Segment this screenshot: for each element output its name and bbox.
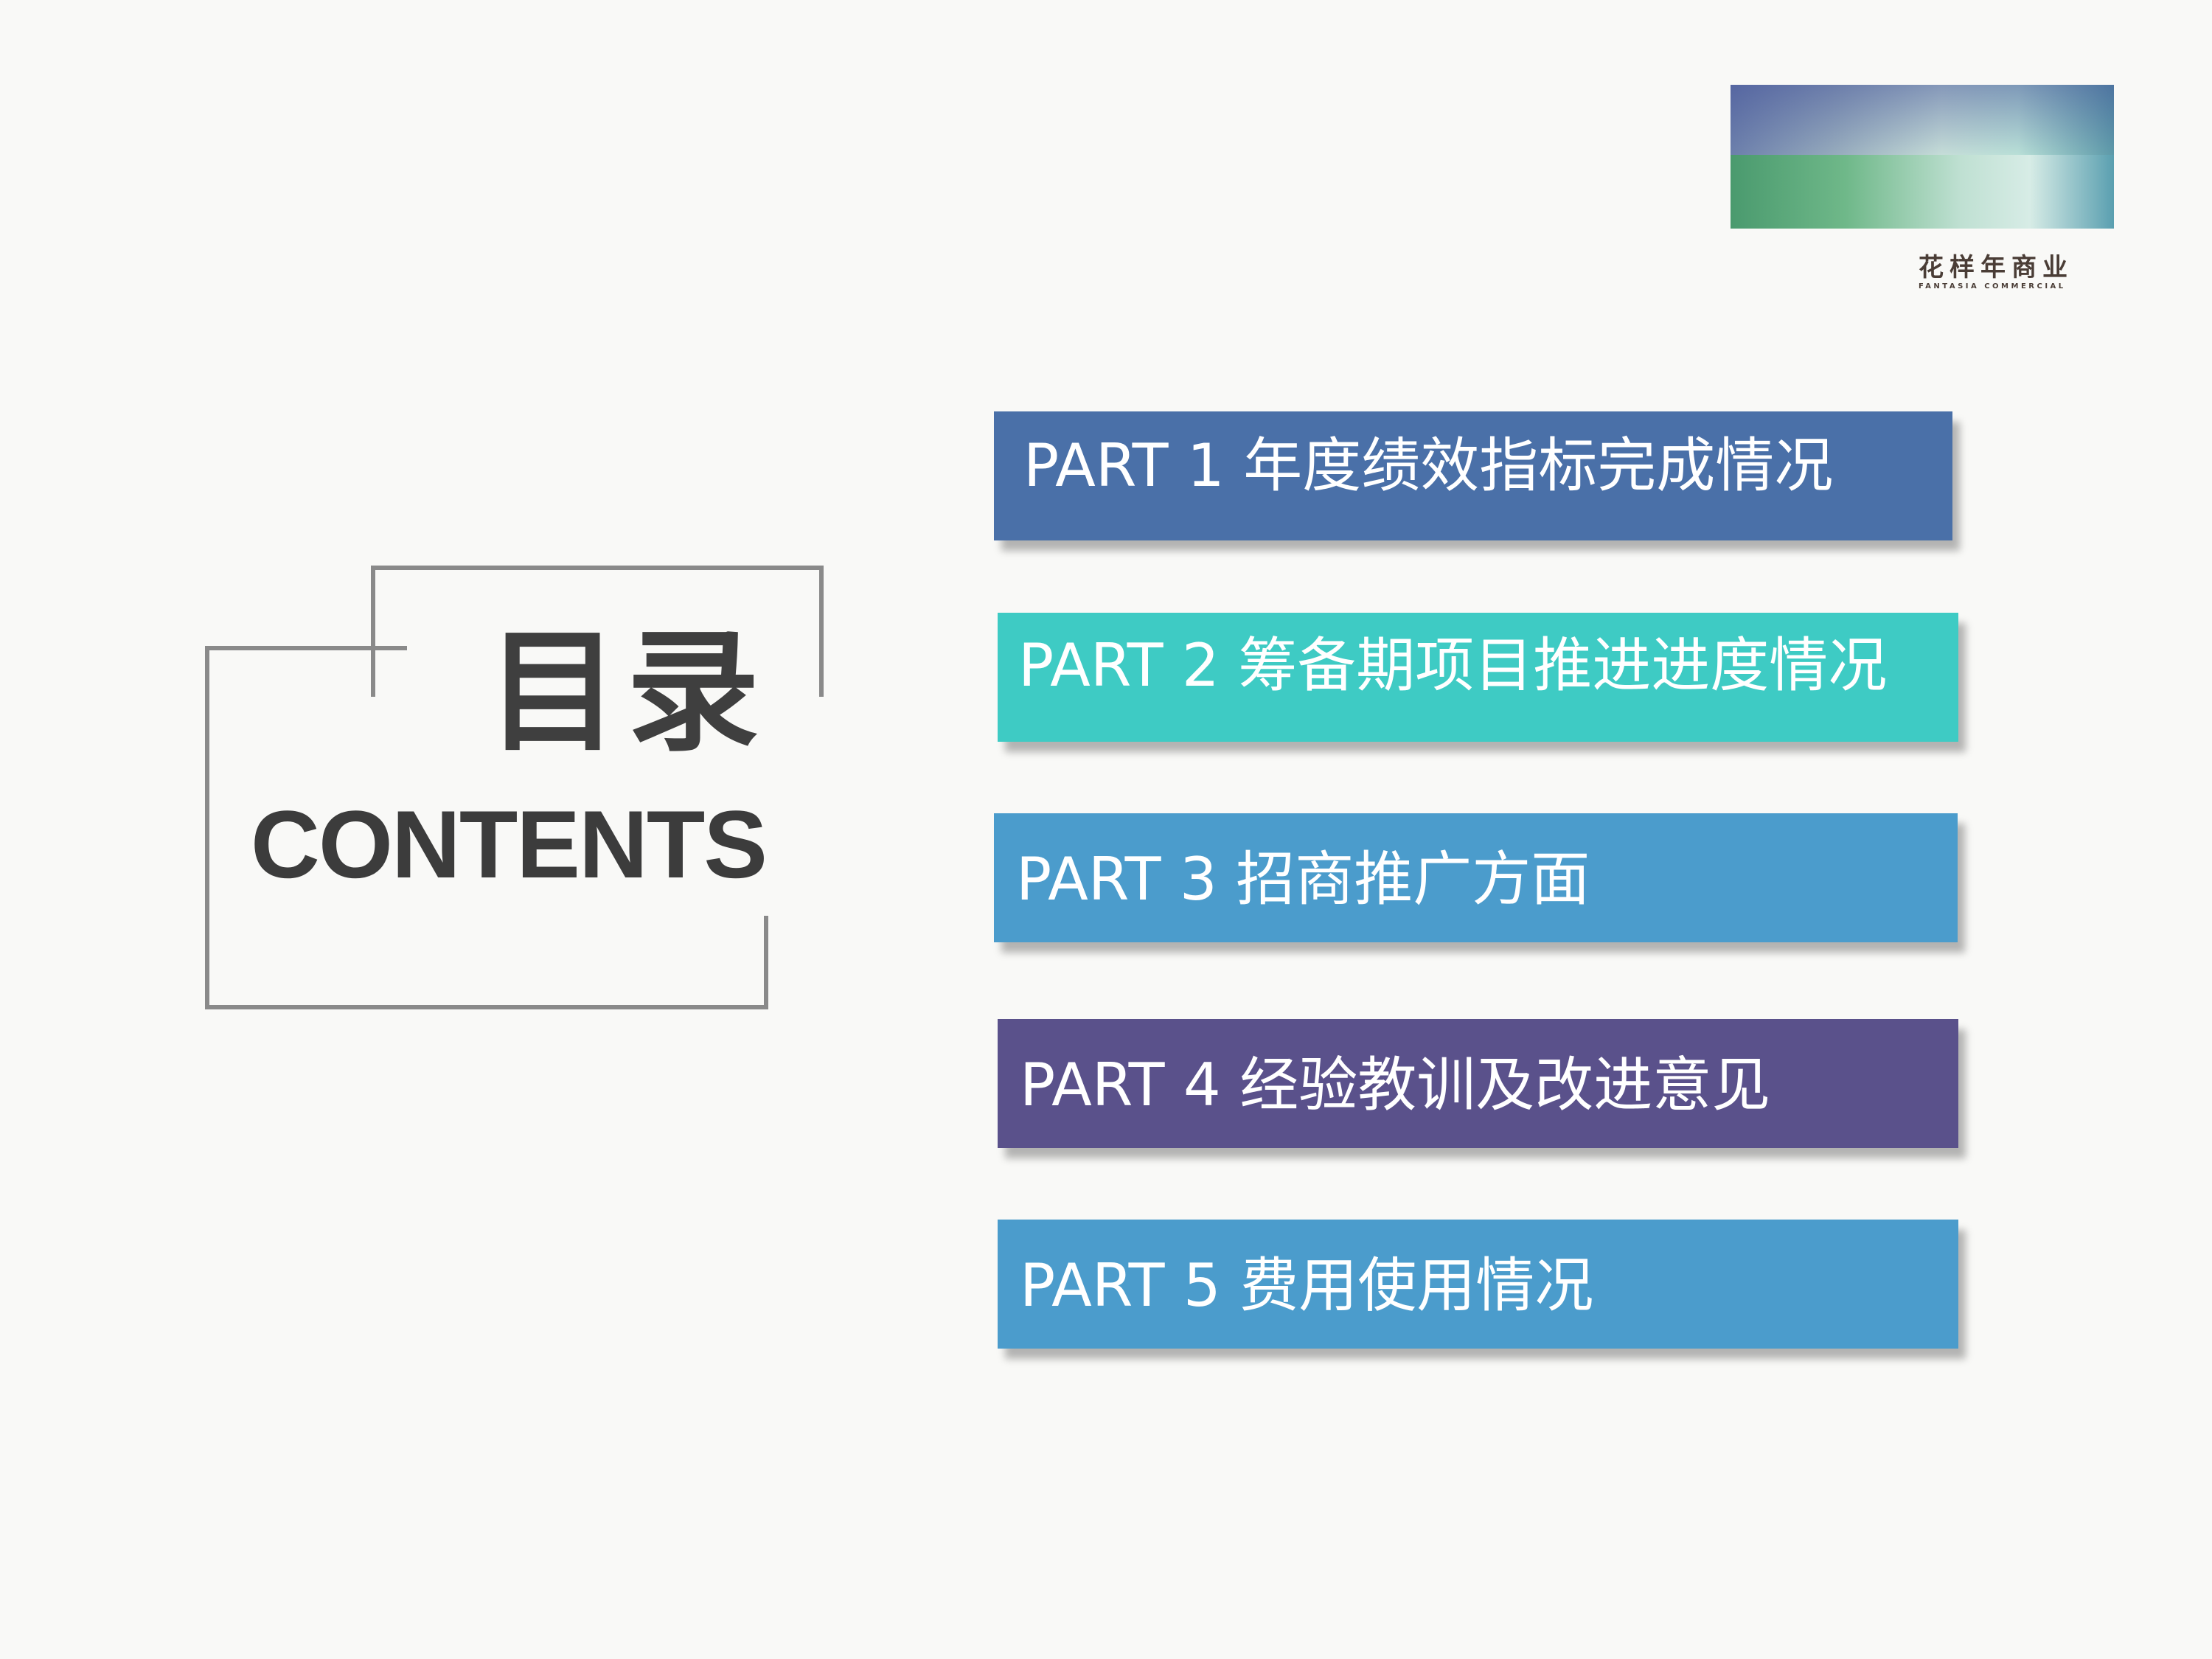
part-3-label: PART 3 招商推广方面 — [1016, 845, 1590, 914]
part-5-bar[interactable]: PART 5 费用使用情况 — [998, 1220, 1958, 1349]
logo-band-bottom — [1731, 155, 2114, 229]
part-4-label: PART 4 经验教训及改进意见 — [1020, 1051, 1771, 1119]
frame-mid-line — [205, 646, 407, 650]
page-title-en: CONTENTS — [251, 790, 768, 898]
logo-name-cn: 花样年商业 — [1919, 253, 2073, 282]
company-logo: 花样年商业 FANTASIA COMMERCIAL — [1731, 85, 2114, 291]
logo-image — [1731, 85, 2114, 229]
part-2-label: PART 2 筹备期项目推进进度情况 — [1018, 631, 1888, 700]
frame-top-line — [371, 566, 824, 570]
part-1-label: PART 1 年度绩效指标完成情况 — [1023, 431, 1834, 500]
logo-band-top — [1731, 85, 2114, 155]
part-3-bar[interactable]: PART 3 招商推广方面 — [994, 813, 1958, 942]
page-title-cn: 目录 — [487, 616, 768, 770]
part-2-bar[interactable]: PART 2 筹备期项目推进进度情况 — [998, 613, 1958, 742]
frame-left-edge — [205, 646, 209, 1009]
logo-name-en: FANTASIA COMMERCIAL — [1919, 282, 2066, 291]
frame-bottom-line — [205, 1005, 768, 1009]
frame-bottom-right-tick — [764, 916, 768, 1009]
frame-top-left-tick — [371, 566, 375, 697]
part-4-bar[interactable]: PART 4 经验教训及改进意见 — [998, 1019, 1958, 1148]
part-5-label: PART 5 费用使用情况 — [1020, 1251, 1594, 1320]
part-1-bar[interactable]: PART 1 年度绩效指标完成情况 — [994, 411, 1952, 540]
frame-top-right-edge — [819, 566, 824, 697]
